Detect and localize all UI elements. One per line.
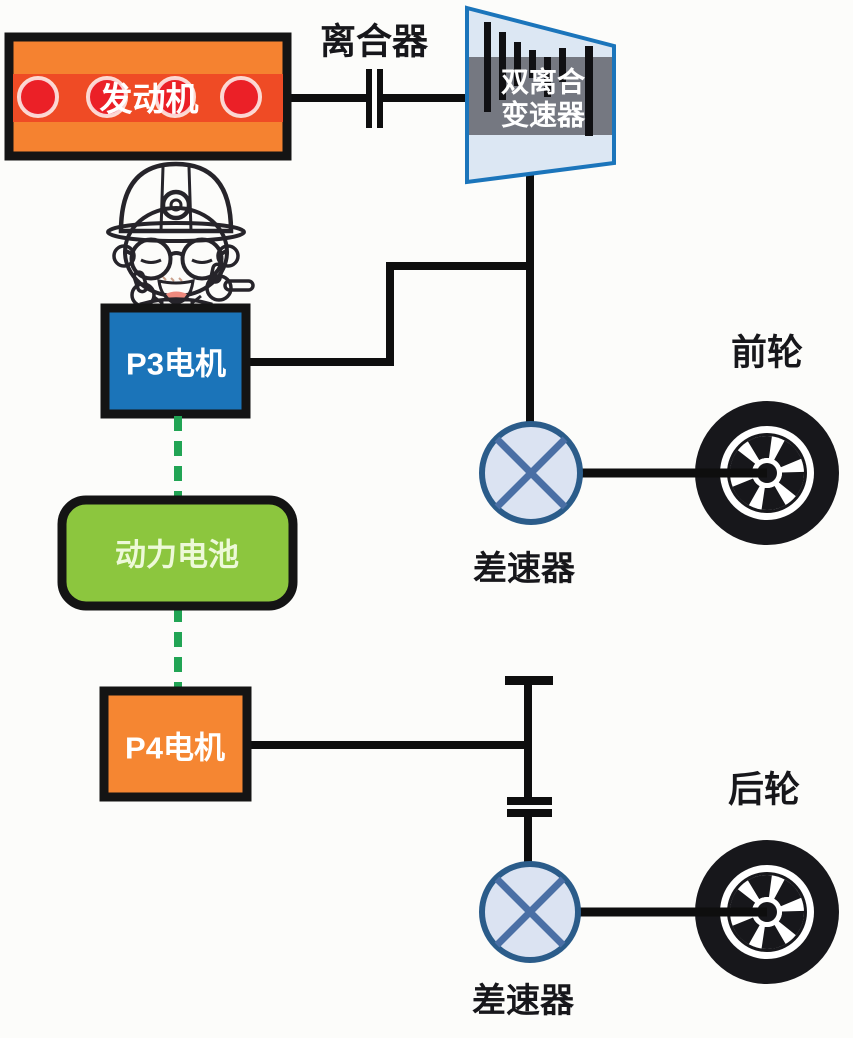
rear-gear-symbol	[505, 676, 553, 868]
battery-box: 动力电池	[57, 495, 298, 611]
p4-motor-label: P4电机	[125, 731, 225, 766]
hard-hat-icon	[118, 161, 234, 234]
engine-label: 发动机	[100, 81, 199, 118]
p4-motor-body	[99, 686, 252, 802]
battery-label: 动力电池	[115, 538, 239, 573]
transmission-label-line2: 变速器	[501, 99, 586, 131]
transmission-gear-shafts	[484, 22, 593, 136]
clutch-symbol	[366, 69, 383, 128]
engine-box: 发动机	[4, 32, 292, 161]
p3-motor-body	[100, 303, 251, 419]
head-lamp-icon	[160, 189, 192, 221]
front-differential-label: 差速器	[473, 550, 576, 588]
front-differential-icon	[479, 421, 583, 525]
mascot-pointing-hand	[205, 262, 255, 302]
engine-cylinder-icon	[154, 76, 196, 118]
engine-cylinder-icon	[17, 76, 59, 118]
engineer-mascot-icon	[106, 161, 255, 324]
p3-motor-label: P3电机	[126, 347, 226, 382]
hard-hat-brim	[106, 221, 246, 243]
engine-cylinder-icon	[86, 76, 128, 118]
p3-output-line	[248, 262, 534, 366]
rear-differential-icon	[479, 861, 581, 963]
eye-icon	[191, 258, 213, 264]
rear-differential-label: 差速器	[472, 982, 575, 1020]
battery-body	[57, 495, 298, 611]
p3-motor-box: P3电机	[100, 303, 251, 419]
rear-wheel-label: 后轮	[728, 769, 800, 810]
p4-motor-box: P4电机	[99, 686, 252, 802]
glasses-icon	[123, 237, 229, 281]
eye-icon	[140, 258, 162, 264]
engine-cylinder-icon	[220, 76, 262, 118]
transmission-label-line1: 双离合	[501, 66, 586, 98]
front-wheel-label: 前轮	[731, 332, 803, 373]
mascot-left-hand	[130, 270, 156, 308]
clutch-label: 离合器	[320, 21, 429, 62]
mouth-icon	[157, 279, 195, 305]
transmission-shape: 双离合 变速器	[465, 5, 616, 185]
